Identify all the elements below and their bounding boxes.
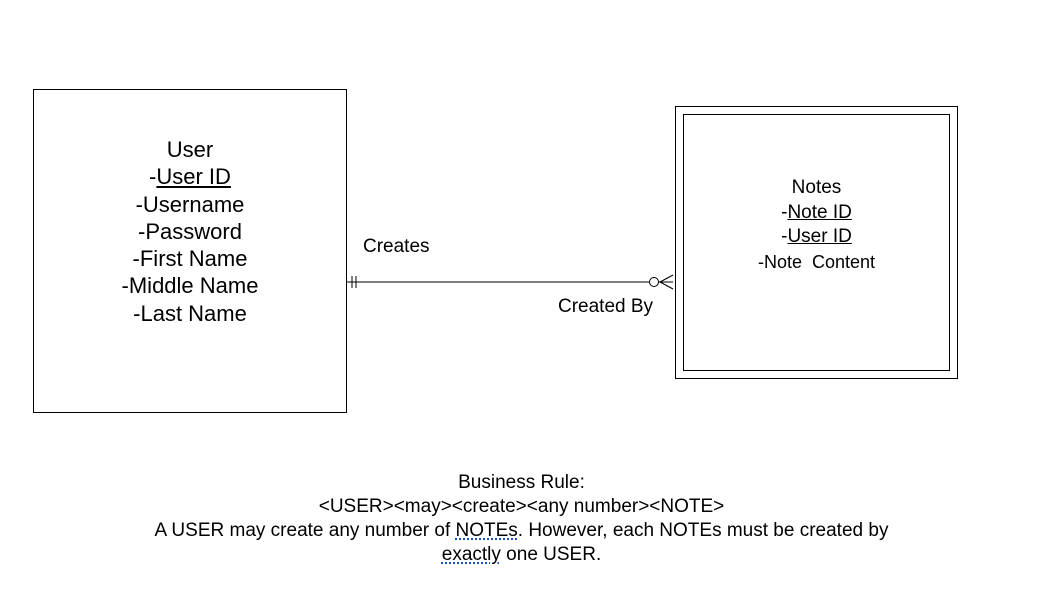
business-rule-sentence-end: exactly one USER. — [441, 544, 602, 565]
user-entity-title: User — [166, 137, 214, 162]
business-rule-syntax: <USER><may><create><any number><NOTE> — [318, 496, 725, 517]
spellcheck-flagged-word: NOTEs — [455, 520, 518, 541]
user-attr-first-name: -First Name — [132, 246, 248, 272]
user-entity-box: User -User ID -Username -Password -First… — [33, 89, 347, 413]
user-attr-username: -Username — [135, 191, 245, 217]
foreign-key-label: User ID — [787, 226, 852, 247]
notes-attr-user-id: -User ID — [781, 226, 852, 247]
business-rule-sentence: A USER may create any number of NOTEs. H… — [154, 520, 889, 541]
zero-optional-circle — [649, 277, 659, 287]
notes-attr-note-id: -Note ID — [781, 201, 852, 223]
notes-entity-inner-border: Notes -Note ID -User ID -Note Content — [683, 114, 950, 371]
spellcheck-flagged-word: exactly — [441, 544, 501, 565]
business-rule-title: Business Rule: — [458, 472, 585, 493]
user-attribute-list: User -User ID -Username -Password -First… — [34, 136, 346, 327]
relationship-label-creates: Creates — [363, 236, 430, 257]
primary-key-label: Note ID — [787, 201, 852, 223]
notes-entity-box: Notes -Note ID -User ID -Note Content — [675, 106, 958, 379]
business-rule: Business Rule: <USER><may><create><any n… — [0, 471, 1043, 567]
crows-foot-upper — [659, 274, 674, 283]
user-attr-password: -Password — [138, 218, 242, 244]
notes-attribute-list: Notes -Note ID -User ID -Note Content — [684, 176, 949, 274]
crows-foot-lower — [659, 281, 674, 290]
primary-key-label: User ID — [156, 164, 231, 190]
notes-attr-note-content: -Note Content — [757, 251, 876, 272]
relationship-label-created-by: Created By — [558, 296, 654, 317]
notes-entity-title: Notes — [791, 177, 842, 198]
user-attr-user-id: -User ID — [149, 164, 231, 190]
user-attr-last-name: -Last Name — [133, 300, 247, 326]
user-attr-middle-name: -Middle Name — [121, 273, 259, 299]
